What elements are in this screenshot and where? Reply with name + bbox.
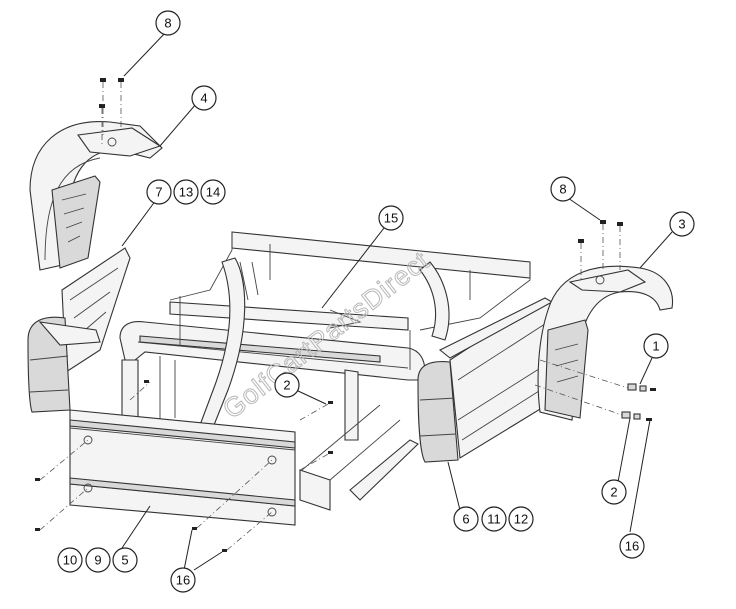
svg-text:14: 14 [206,185,220,200]
svg-text:1: 1 [652,339,659,354]
svg-text:13: 13 [179,185,193,200]
callout-8-left: 8 [155,10,181,36]
svg-text:2: 2 [283,378,290,393]
svg-text:16: 16 [625,539,639,554]
svg-text:8: 8 [559,182,566,197]
callout-5: 5 [112,547,138,573]
callout-9: 9 [85,547,111,573]
svg-text:7: 7 [155,185,162,200]
svg-text:10: 10 [63,553,77,568]
callout-4: 4 [191,85,217,111]
callout-11: 11 [481,506,507,532]
rear-skirt-panel [35,380,333,552]
callout-16-bottom: 16 [170,567,196,593]
svg-text:16: 16 [176,573,190,588]
svg-text:12: 12 [514,512,528,527]
left-fender [29,121,163,271]
svg-text:4: 4 [200,91,207,106]
callout-6: 6 [453,506,479,532]
callout-10: 10 [57,547,83,573]
callout-1: 1 [643,333,669,359]
callout-7: 7 [146,179,172,205]
main-frame [119,231,531,511]
callout-12: 12 [508,506,534,532]
svg-text:5: 5 [121,553,128,568]
callout-16-right: 16 [619,533,645,559]
svg-text:9: 9 [94,553,101,568]
fender-bolts-right [578,220,623,282]
svg-text:6: 6 [462,512,469,527]
right-fender [537,265,674,421]
callout-2-right: 2 [601,479,627,505]
fender-bolts-left [99,78,124,145]
left-side-panel [27,247,131,413]
right-hardware [534,359,656,421]
callout-3: 3 [669,211,695,237]
svg-text:11: 11 [487,512,501,527]
svg-text:3: 3 [678,217,685,232]
leader-lines [121,31,673,571]
callout-13: 13 [173,179,199,205]
callout-15: 15 [378,205,404,231]
callout-8-right: 8 [550,176,576,202]
svg-text:2: 2 [610,485,617,500]
svg-text:8: 8 [164,16,171,31]
callout-14: 14 [200,179,226,205]
svg-text:15: 15 [384,211,398,226]
callout-2-center: 2 [274,372,300,398]
